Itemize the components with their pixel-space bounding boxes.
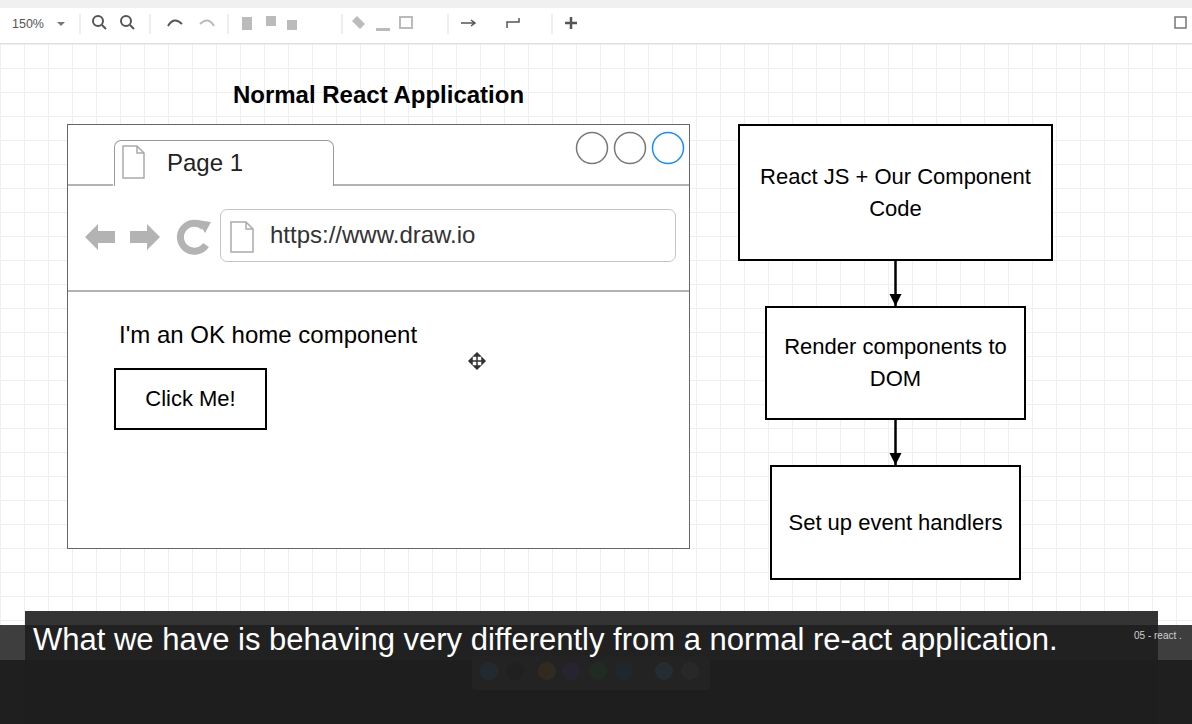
browser-ground: [67, 124, 690, 549]
browser-window: Normal React ApplicationI'm an OK home c…: [67, 124, 690, 549]
nav-row-line: [67, 290, 690, 292]
forward-arrow: [130, 224, 160, 250]
zoom-out-icon: [130, 25, 134, 29]
button: Click Me!: [114, 368, 267, 430]
zoom-icons: [93, 16, 134, 29]
back-icon: [287, 20, 297, 30]
address-bar: https://www.draw.io: [220, 209, 676, 262]
toolbar-separator: [552, 14, 553, 34]
process-label: Set up event handlers: [788, 507, 1002, 539]
document-icon: [123, 146, 144, 178]
toolbar-ground: [0, 0, 1192, 44]
browser-tab: Page 1: [114, 140, 334, 186]
editor-toolbar: [0, 0, 1192, 44]
window-button: [577, 133, 608, 164]
undo-icon: [168, 20, 182, 26]
window-button: [615, 133, 646, 164]
page-text: I'm an OK home component: [119, 321, 417, 350]
video-bottom: [0, 600, 1192, 724]
insert-icon: [565, 17, 577, 29]
fullscreen-icon: [1175, 17, 1186, 28]
button-label: Click Me!: [145, 386, 235, 412]
waypoint-icon: [507, 18, 519, 28]
fill-icon: [352, 16, 365, 29]
tab-name: 05 - react .: [1134, 630, 1182, 641]
zoom-in-icon: [93, 16, 103, 26]
tab-title: Page 1: [167, 149, 243, 178]
tab-row-line: [67, 184, 113, 186]
window-button: [653, 133, 684, 164]
process-box: Render components to DOM: [765, 306, 1026, 420]
url-text: https://www.draw.io: [270, 221, 475, 250]
delete-icon: [242, 17, 252, 30]
zoom-level: 150%: [12, 17, 44, 31]
process-box: React JS + Our Component Code: [738, 124, 1053, 261]
toolbar-border: [0, 43, 1192, 44]
document-icon: [231, 222, 253, 252]
zoom-out-icon: [121, 16, 131, 26]
back-arrow: [85, 224, 115, 250]
process-label: React JS + Our Component Code: [740, 161, 1051, 225]
connection-icon: [461, 20, 475, 26]
subtitle-ground: [25, 611, 1158, 724]
subtitle-caption: What we have is behaving very differentl…: [33, 614, 1133, 666]
flow-arrow: [894, 261, 897, 306]
dropdown-caret: [57, 22, 65, 26]
diagram-title: Normal React Application: [68, 81, 689, 110]
zoom-in-icon: [102, 25, 106, 29]
reload-icon: [197, 220, 211, 233]
window-strip: [0, 0, 1192, 8]
shadow-icon: [400, 17, 412, 28]
tab-row-line: [333, 184, 690, 186]
toolbar-separator: [150, 14, 151, 34]
front-icon: [266, 16, 276, 26]
toolbar-separator: [448, 14, 449, 34]
process-label: Render components to DOM: [767, 331, 1024, 395]
process-box: Set up event handlers: [770, 465, 1021, 580]
line-color-icon: [376, 28, 390, 31]
flow-arrow: [894, 420, 897, 465]
toolbar-separator: [228, 14, 229, 34]
move-cursor: [469, 353, 485, 369]
toolbar-separator: [80, 14, 81, 34]
toolbar-separator: [342, 14, 343, 34]
redo-icon: [200, 20, 214, 26]
